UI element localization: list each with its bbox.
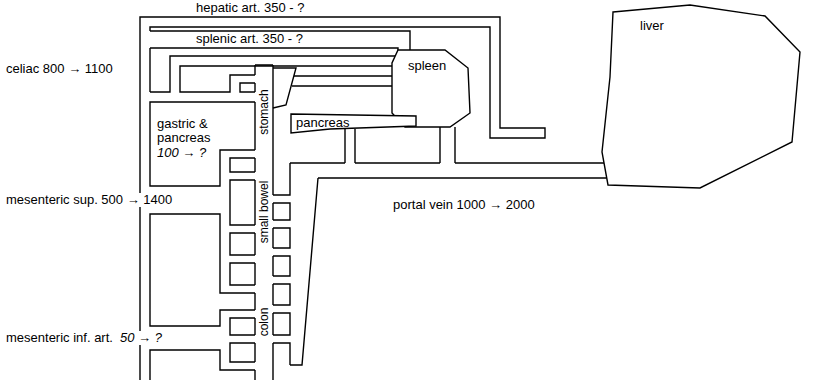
organ-name: stomach <box>257 89 271 134</box>
mesenteric-sup-artery <box>150 102 255 186</box>
splenic-artery <box>150 31 410 52</box>
vessel-label: hepatic art. 350 - ? <box>195 1 305 15</box>
organ-outline <box>600 2 805 192</box>
vessel-label: splenic art. 350 - ? <box>195 32 304 46</box>
mesenteric-branch <box>230 343 255 362</box>
portal-vein <box>290 163 606 178</box>
mesenteric-branch <box>230 158 255 172</box>
arteries <box>140 17 545 380</box>
pancreas-organ: pancreas <box>290 112 418 134</box>
stomach-bulge <box>273 68 296 108</box>
gut <box>255 65 296 380</box>
organ-name: colon <box>257 307 271 336</box>
splenic-vein <box>440 127 455 163</box>
organ-name: small bowel <box>257 180 271 243</box>
vessel-label: gastric & pancreas <box>156 117 230 145</box>
mesenteric-branch <box>230 233 255 255</box>
mesenteric-branch <box>230 263 255 285</box>
vessel-label: mesenteric sup. 500 → 1400 <box>5 193 173 207</box>
aorta-wall <box>150 350 255 380</box>
liver-organ: liver <box>600 2 805 192</box>
gut-wall <box>255 65 273 380</box>
mesenteric-inf-artery <box>150 214 255 326</box>
organ-name: pancreas <box>296 115 349 130</box>
vessel-label: mesenteric inf. art. <box>5 331 114 345</box>
aorta-wall <box>149 48 150 92</box>
mesenteric-vein <box>290 178 318 365</box>
organ-name: liver <box>640 18 664 33</box>
organ-name: spleen <box>408 58 446 73</box>
mesenteric-branch <box>230 318 255 335</box>
mesenteric-branch <box>230 180 255 225</box>
colon-segment: colon <box>255 265 273 378</box>
organ-shape <box>291 114 416 133</box>
flow-value: 50 → ? <box>119 331 163 345</box>
pancreatic-vein <box>345 129 355 163</box>
flow-value: 100 → ? <box>156 146 207 160</box>
aorta-hepatic-artery <box>140 17 545 380</box>
gastric-artery <box>180 66 396 92</box>
organ-shape <box>602 5 800 188</box>
gut-wall <box>272 65 273 380</box>
mesenteric-vein <box>273 163 290 365</box>
vessel-label: celiac 800 → 1100 <box>5 62 114 76</box>
vessel-label: portal vein 1000 → 2000 <box>392 198 536 212</box>
stomach-segment: stomach <box>255 66 273 158</box>
small-bowel-segment: small bowel <box>255 158 273 265</box>
gastric-vein <box>292 76 393 86</box>
gastric-branch <box>240 83 255 92</box>
